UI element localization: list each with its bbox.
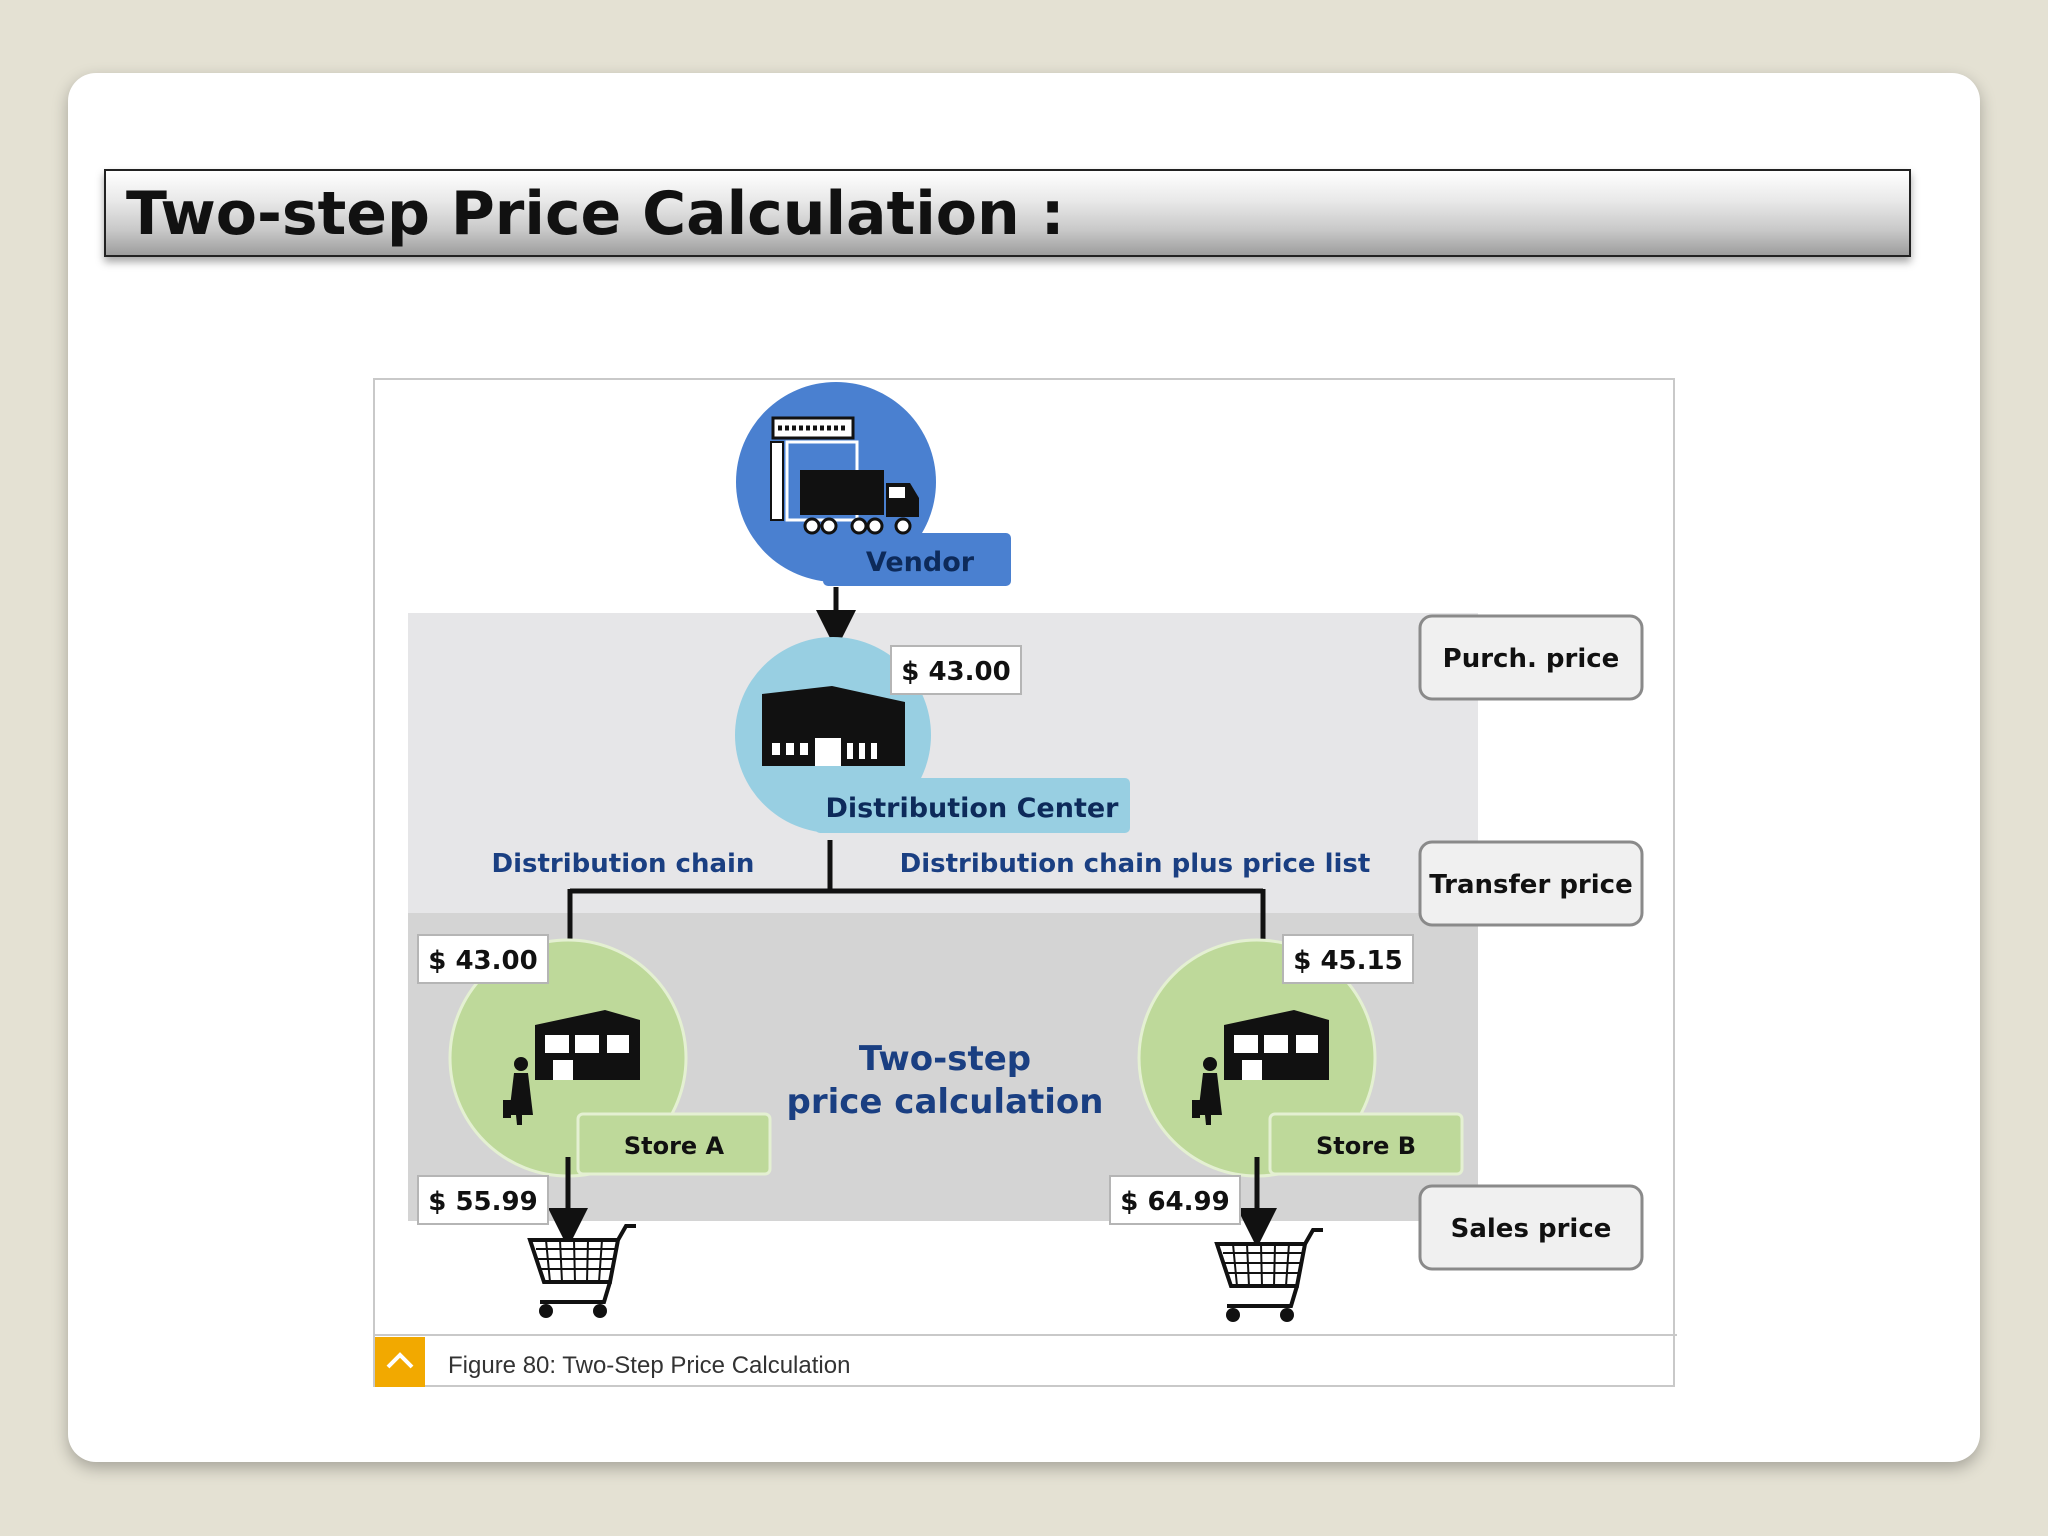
dc-price: $ 43.00 <box>901 657 1010 687</box>
store-b-sales-price-box: $ 64.99 <box>1109 1175 1241 1225</box>
chevron-up-icon <box>386 1352 414 1369</box>
chain-left-label: Distribution chain <box>492 849 755 879</box>
store-b-sales-price: $ 64.99 <box>1120 1187 1229 1217</box>
store-a-label: Store A <box>624 1132 725 1160</box>
caption-badge <box>375 1337 425 1387</box>
legend-sales-label: Sales price <box>1451 1214 1612 1244</box>
legend-purch-label: Purch. price <box>1443 644 1620 674</box>
store-b-transfer-price: $ 45.15 <box>1293 946 1402 976</box>
legend-transfer-price: Transfer price <box>1418 840 1644 927</box>
store-b-node: Store B <box>1137 938 1464 1178</box>
shopping-cart-icon <box>1214 1228 1323 1322</box>
slide: Two-step Price Calculation : <box>68 73 1980 1462</box>
store-b-transfer-price-box: $ 45.15 <box>1282 934 1414 984</box>
store-a-node: Store A <box>448 938 772 1178</box>
title-bar: Two-step Price Calculation : <box>104 169 1911 257</box>
store-a-sales-price: $ 55.99 <box>428 1187 537 1217</box>
figure-caption: Figure 80: Two-Step Price Calculation <box>448 1352 850 1379</box>
legend-purch-price: Purch. price <box>1418 614 1644 701</box>
dc-price-box: $ 43.00 <box>890 645 1022 695</box>
center-label-line1: Two-step <box>859 1039 1031 1079</box>
warehouse-truck-icon <box>770 416 919 535</box>
shopping-cart-icon <box>527 1224 636 1318</box>
slide-title: Two-step Price Calculation : <box>126 179 1065 249</box>
chain-right-label: Distribution chain plus price list <box>900 849 1371 879</box>
dc-node: Distribution Center <box>735 637 1130 833</box>
legend-sales-price: Sales price <box>1418 1184 1644 1271</box>
store-icon <box>503 1010 640 1125</box>
store-a-sales-price-box: $ 55.99 <box>417 1175 549 1225</box>
store-icon <box>1192 1010 1329 1125</box>
center-label-line2: price calculation <box>787 1082 1104 1122</box>
figure: Vendor Distribution Center <box>373 378 1677 1387</box>
store-a-transfer-price-box: $ 43.00 <box>417 934 549 984</box>
store-a-transfer-price: $ 43.00 <box>428 946 537 976</box>
dc-label: Distribution Center <box>826 793 1120 824</box>
vendor-node: Vendor <box>736 382 1011 586</box>
factory-icon <box>762 686 905 766</box>
store-b-label: Store B <box>1316 1132 1416 1160</box>
legend-transfer-label: Transfer price <box>1429 870 1632 900</box>
vendor-label: Vendor <box>866 547 975 578</box>
price-diagram: Vendor Distribution Center <box>375 382 1677 1387</box>
